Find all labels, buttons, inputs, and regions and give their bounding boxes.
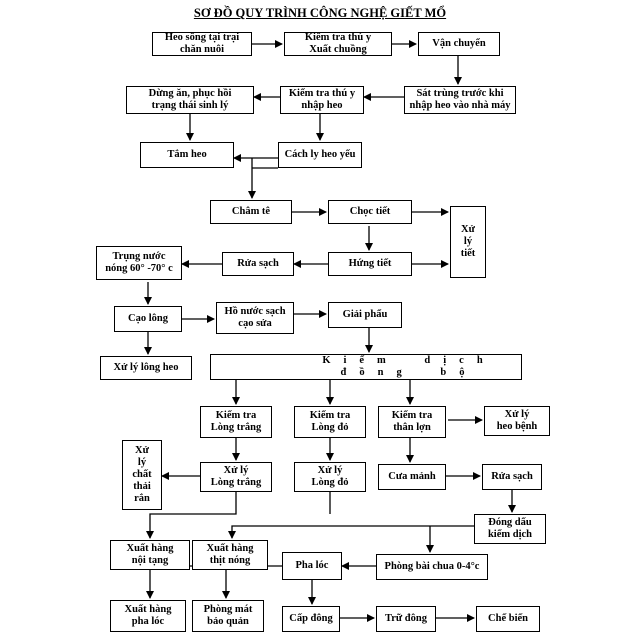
box-kt-long-trang: Kiểm tra Lòng trắng xyxy=(200,406,272,438)
box-xl-long-trang: Xử lý Lòng trắng xyxy=(200,462,272,492)
box-pha-loc: Pha lóc xyxy=(282,552,342,580)
box-kt-long-do: Kiểm tra Lòng đỏ xyxy=(294,406,366,438)
box-cao-long: Cạo lông xyxy=(114,306,182,332)
box-heo-song: Heo sống tại trại chăn nuôi xyxy=(152,32,252,56)
box-phong-bai-chua: Phòng bài chua 0-4°c xyxy=(376,554,488,580)
box-cham-te: Châm tê xyxy=(210,200,292,224)
box-cach-ly: Cách ly heo yếu xyxy=(278,142,362,168)
box-xu-ly-heo-benh: Xử lý heo bệnh xyxy=(484,406,550,436)
box-xuat-pha-loc: Xuất hàng pha lóc xyxy=(110,600,186,632)
box-xu-ly-long-heo: Xử lý lông heo xyxy=(100,356,192,380)
line-xllongtrang-to-xuatnoitang xyxy=(146,492,237,539)
box-xuat-noi-tang: Xuất hàng nội tạng xyxy=(110,540,190,570)
box-phong-mat: Phòng mát bảo quản xyxy=(192,600,264,632)
box-kiem-tra-nhap-heo: Kiểm tra thú y nhập heo xyxy=(280,86,364,114)
box-tru-dong: Trữ đông xyxy=(376,606,436,632)
box-kiem-tra-xuat-chuong: Kiểm tra thú y Xuất chuồng xyxy=(284,32,392,56)
box-hung-tiet: Hứng tiết xyxy=(328,252,412,276)
box-cap-dong: Cấp đông xyxy=(282,606,340,632)
box-giai-phau: Giải phẩu xyxy=(328,302,402,328)
box-dung-an: Dừng ăn, phục hồi trạng thái sinh lý xyxy=(126,86,254,114)
box-xuat-thit-nong: Xuất hàng thịt nóng xyxy=(192,540,268,570)
box-ho-nuoc: Hồ nước sạch cạo sửa xyxy=(216,302,294,334)
box-che-bien: Chế biến xyxy=(476,606,540,632)
box-kiem-dich: Kiểm dịch đồng bộ xyxy=(210,354,522,380)
box-kt-than-lon: Kiểm tra thân lợn xyxy=(378,406,446,438)
box-cua-manh: Cưa mảnh xyxy=(378,464,446,490)
box-tam-heo: Tắm heo xyxy=(140,142,234,168)
box-sat-trung: Sát trùng trước khi nhập heo vào nhà máy xyxy=(404,86,516,114)
box-xl-long-do: Xử lý Lòng đỏ xyxy=(294,462,366,492)
box-rua-sach-1: Rửa sạch xyxy=(222,252,294,276)
box-rua-sach-2: Rửa sạch xyxy=(482,464,542,490)
line-phaloc-to-xuatphaloc xyxy=(146,565,282,599)
box-choc-tiet: Chọc tiết xyxy=(328,200,412,224)
line-dongdau-to-xuatthit xyxy=(228,525,474,539)
box-xu-ly-tiet: Xử lý tiết xyxy=(450,206,486,278)
diagram-title: SƠ ĐỒ QUY TRÌNH CÔNG NGHỆ GIẾT MỔ xyxy=(193,6,447,20)
box-van-chuyen: Vận chuyển xyxy=(418,32,500,56)
box-xu-ly-chat-thai: Xử lý chất thải rắn xyxy=(122,440,162,510)
box-trung-nuoc: Trụng nước nóng 60° -70° c xyxy=(96,246,182,280)
box-dong-dau: Đóng dấu kiểm dịch xyxy=(474,514,546,544)
